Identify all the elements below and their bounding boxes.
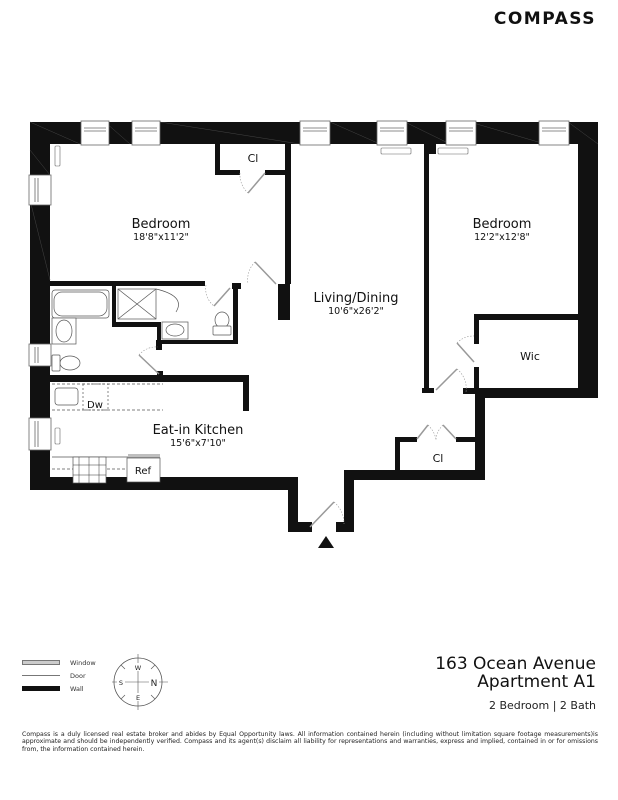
room-label-kitchen: Eat-in Kitchen — [153, 423, 244, 438]
interior-walls — [30, 144, 585, 477]
radiators — [54, 145, 469, 445]
door-symbol — [213, 287, 231, 307]
kitchen-sink — [54, 387, 79, 406]
legend-label: Window — [70, 658, 96, 667]
entry-arrow-icon — [318, 536, 334, 548]
room-label-bedroom-1: Bedroom — [132, 217, 191, 232]
door-symbol — [435, 368, 458, 391]
door-symbol — [247, 172, 266, 194]
windows — [28, 120, 570, 451]
room-dims-kitchen: 15'6"x7'10" — [170, 438, 226, 449]
fixtures — [51, 288, 232, 484]
door-symbol — [442, 424, 457, 440]
room-dims-bedroom-1: 18'8"x11'2" — [133, 232, 189, 243]
appliance-label-refrigerator: Ref — [135, 466, 152, 477]
compass-west: W — [135, 664, 142, 672]
legal-disclaimer: Compass is a duly licensed real estate b… — [22, 731, 598, 753]
room-dims-bedroom-2: 12'2"x12'8" — [474, 232, 530, 243]
listing-unit: Apartment A1 — [477, 672, 596, 692]
dishwasher — [82, 383, 109, 411]
compass-south: S — [119, 679, 123, 687]
window-symbol — [80, 120, 110, 146]
room-label-closet-2: Cl — [433, 452, 444, 465]
room-label-wic: Wic — [520, 350, 540, 363]
room-label-closet-1: Cl — [248, 152, 259, 165]
stove — [72, 456, 107, 484]
legend: Window Door Wall — [22, 656, 96, 695]
window-symbol — [28, 343, 52, 367]
door-symbol — [456, 342, 475, 363]
doors — [138, 172, 475, 528]
room-label-living-dining: Living/Dining — [314, 291, 399, 306]
compass-north: N — [151, 679, 158, 689]
listing-address: 163 Ocean Avenue — [435, 654, 596, 674]
window-symbol — [538, 120, 570, 146]
window-symbol — [445, 120, 477, 146]
legend-item-door: Door — [22, 669, 96, 682]
legend-label: Door — [70, 671, 86, 680]
wall-legend-icon — [22, 686, 60, 691]
compass-rose-icon: W E S N — [112, 654, 168, 710]
window-legend-icon — [22, 660, 60, 665]
window-symbol — [131, 120, 161, 146]
compass-logo: COMPASS — [493, 9, 596, 29]
listing-address-block: 163 Ocean Avenue Apartment A1 2 Bedroom … — [435, 655, 596, 712]
toilet — [212, 311, 232, 336]
legend-item-wall: Wall — [22, 682, 96, 695]
compass-east: E — [136, 694, 140, 702]
legend-label: Wall — [70, 684, 84, 693]
window-symbol — [376, 120, 408, 146]
door-symbol — [309, 501, 335, 528]
door-legend-icon — [22, 675, 60, 676]
room-dims-living-dining: 10'6"x26'2" — [328, 306, 384, 317]
floor-plan: Bedroom 18'8"x11'2" Bedroom 12'2"x12'8" … — [28, 120, 599, 548]
door-symbol — [254, 261, 277, 285]
room-label-bedroom-2: Bedroom — [473, 217, 532, 232]
window-symbol — [299, 120, 331, 146]
door-symbol — [416, 424, 429, 440]
door-symbol — [138, 354, 160, 375]
window-symbol — [28, 417, 52, 451]
wall-hatching — [29, 121, 599, 281]
refrigerator — [126, 457, 161, 483]
appliance-label-dishwasher: Dw — [87, 400, 103, 411]
toilet — [51, 354, 81, 372]
listing-summary: 2 Bedroom | 2 Bath — [488, 699, 596, 712]
legend-item-window: Window — [22, 656, 96, 669]
window-symbol — [28, 174, 52, 206]
